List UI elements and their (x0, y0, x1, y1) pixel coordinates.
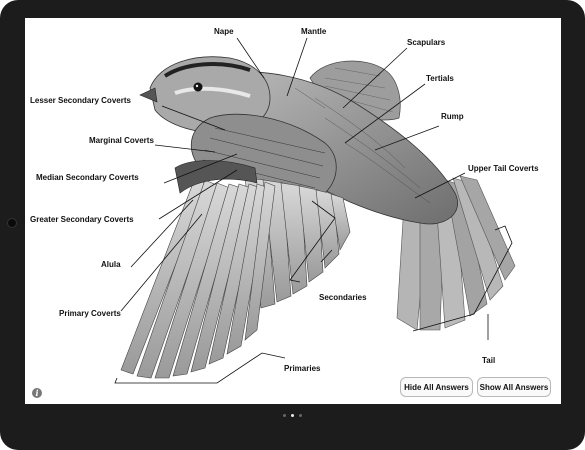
label-alula: Alula (101, 260, 121, 269)
screen: Nape Mantle Scapulars Tertials Rump Uppe… (25, 18, 561, 404)
page-dot-2[interactable] (291, 414, 294, 417)
show-all-answers-button[interactable]: Show All Answers (477, 377, 551, 397)
camera-icon (7, 218, 17, 228)
info-icon[interactable]: i (32, 388, 42, 398)
bird-beak (139, 87, 158, 103)
label-upper-tail-coverts: Upper Tail Coverts (468, 164, 539, 173)
label-scapulars: Scapulars (407, 38, 446, 47)
page-dot-3[interactable] (299, 414, 302, 417)
page-indicator[interactable] (283, 413, 305, 419)
bird-eye (193, 82, 203, 92)
label-marginal-coverts: Marginal Coverts (89, 136, 154, 145)
label-secondaries: Secondaries (319, 293, 367, 302)
label-primary-coverts: Primary Coverts (59, 309, 121, 318)
label-lesser-secondary-coverts: Lesser Secondary Coverts (30, 96, 131, 105)
label-median-secondary-coverts: Median Secondary Coverts (36, 173, 139, 182)
label-tail: Tail (482, 356, 496, 365)
label-greater-secondary-coverts: Greater Secondary Coverts (30, 215, 134, 224)
bird-illustration (120, 56, 516, 379)
label-tertials: Tertials (426, 74, 454, 83)
page-dot-1[interactable] (283, 414, 286, 417)
hide-all-answers-button[interactable]: Hide All Answers (400, 377, 473, 397)
primary-feathers (120, 177, 276, 379)
label-nape: Nape (214, 27, 234, 36)
label-rump: Rump (441, 112, 464, 121)
label-primaries: Primaries (284, 364, 321, 373)
label-mantle: Mantle (301, 27, 327, 36)
